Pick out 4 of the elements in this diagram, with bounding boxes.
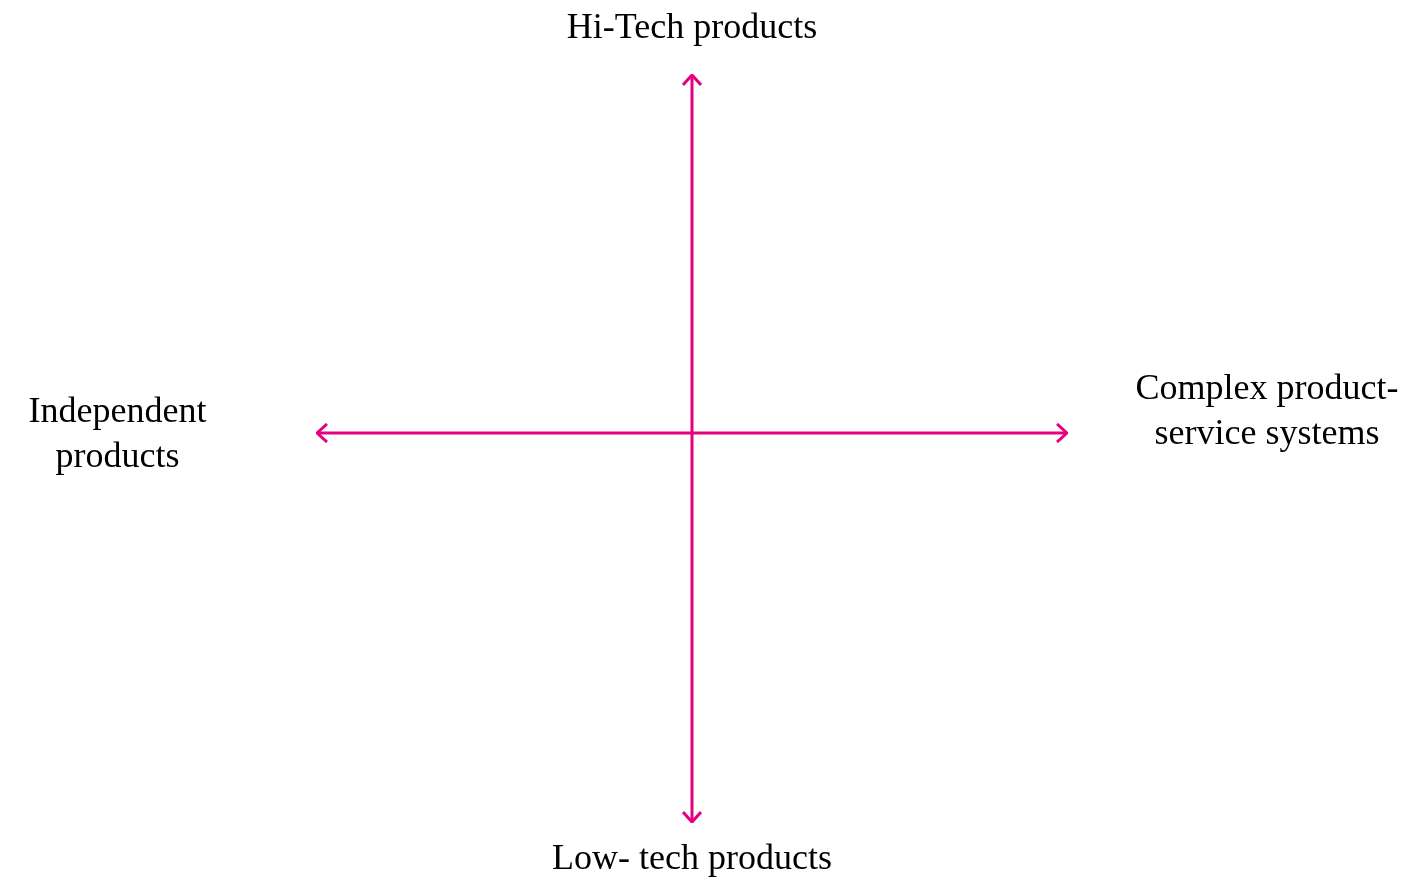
axis-label: Complex product-service systems <box>1134 366 1400 454</box>
axis-label: Hi-Tech products <box>565 5 819 48</box>
axis-label: Low- tech products <box>551 836 833 879</box>
axis-label: Independent products <box>27 389 208 477</box>
